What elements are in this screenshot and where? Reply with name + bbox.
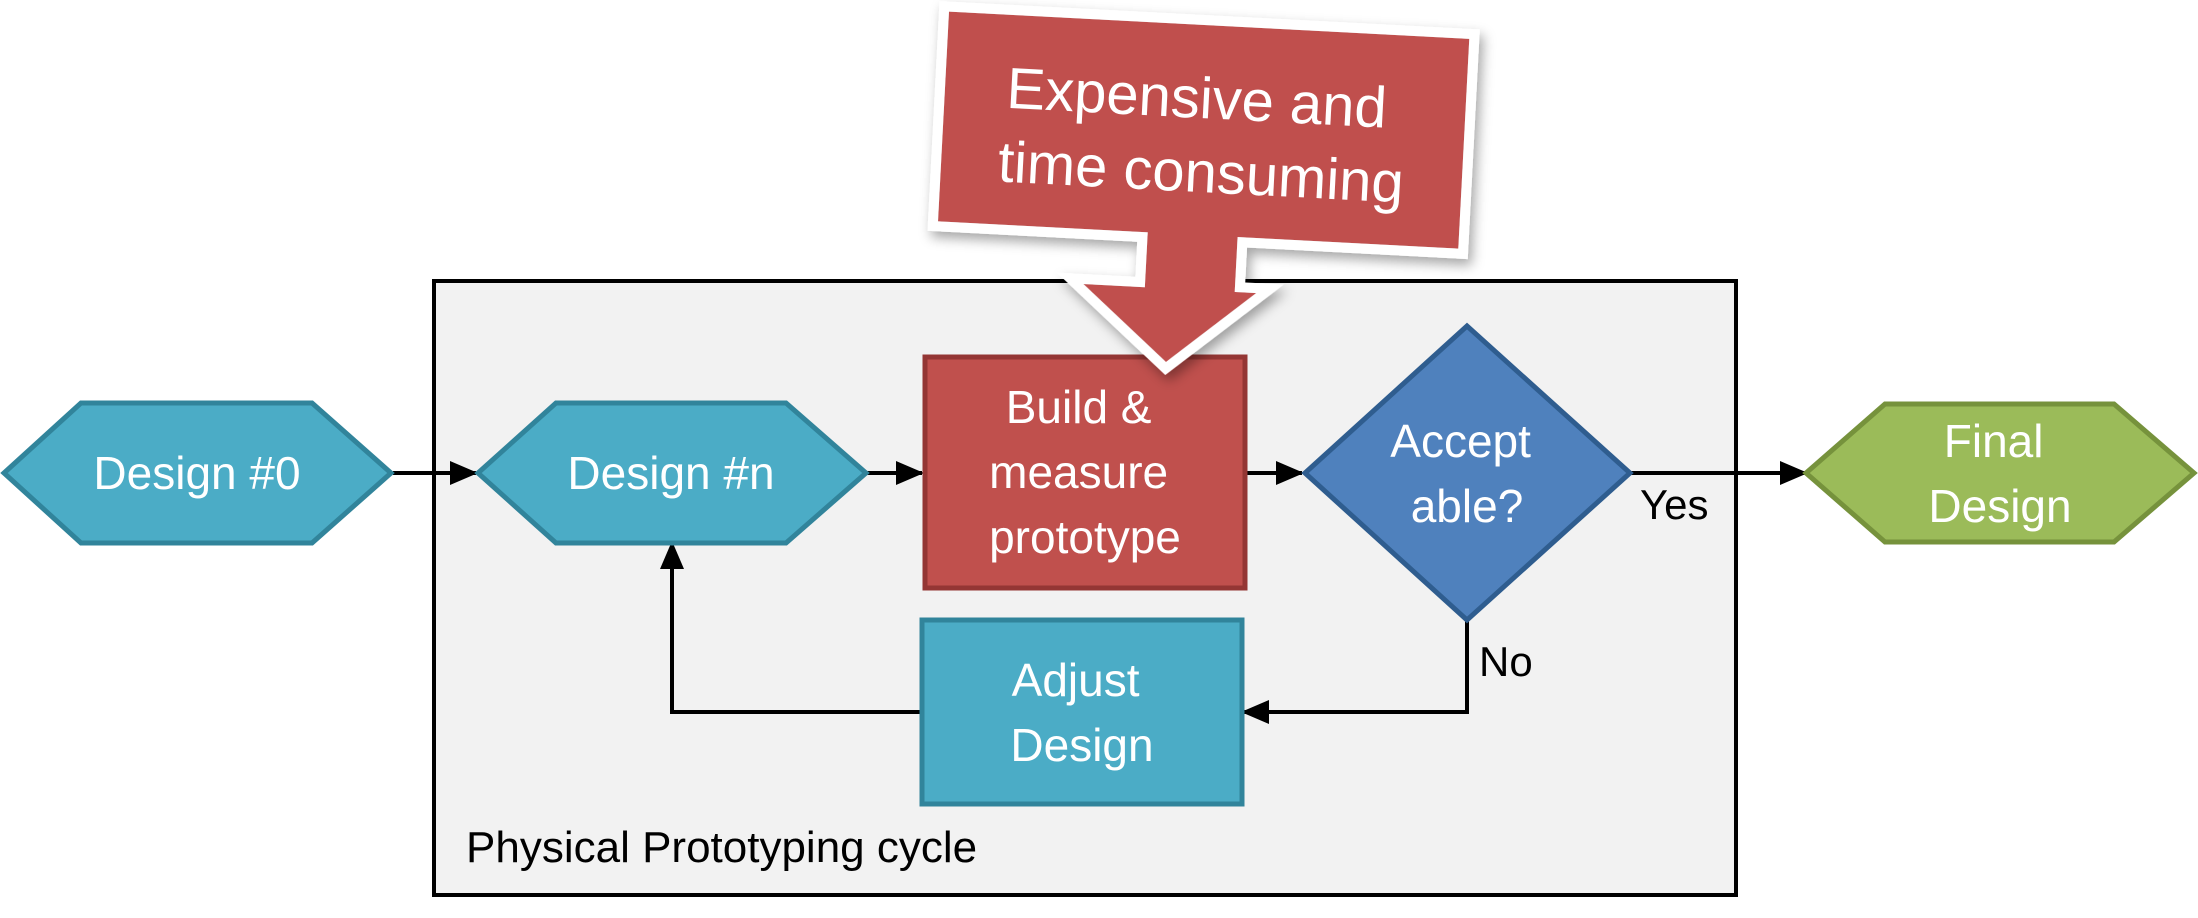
callout-shape bbox=[927, 1, 1480, 375]
final-label-line-2: Design bbox=[1928, 480, 2071, 532]
adjust-shape bbox=[919, 617, 1245, 807]
final-label-line-1: Final bbox=[1944, 415, 2044, 467]
svg-text:Design #n: Design #n bbox=[567, 447, 774, 499]
arrow-decision-no-to-adjust bbox=[1241, 620, 1469, 724]
design-0-shape bbox=[0, 400, 395, 546]
cycle-label: Physical Prototyping cycle bbox=[466, 823, 977, 872]
build-label-line-2: measure bbox=[989, 446, 1168, 498]
svg-text:Build & measure pr: Build & measure prototype bbox=[989, 381, 1181, 563]
edge-label-no: No bbox=[1479, 638, 1533, 685]
node-acceptable-decision[interactable]: Accept able? bbox=[1301, 322, 1634, 624]
node-design-0[interactable]: Design #0 bbox=[0, 400, 395, 546]
adjust-label-line-2: Design bbox=[1010, 719, 1153, 771]
arrow-adjust-to-designn bbox=[660, 541, 921, 714]
build-shape bbox=[922, 354, 1248, 591]
design-n-label: Design #n bbox=[567, 447, 774, 499]
node-final-design[interactable]: Final Design bbox=[1802, 401, 2198, 545]
decision-label-line-2: able? bbox=[1411, 480, 1524, 532]
edge-label-yes: Yes bbox=[1640, 481, 1709, 528]
decision-shape bbox=[1301, 322, 1634, 624]
final-design-shape bbox=[1802, 401, 2198, 545]
node-adjust-design[interactable]: Adjust Design bbox=[919, 617, 1245, 807]
callout-expensive: Expensive and time consuming bbox=[927, 1, 1480, 375]
adjust-label-line-1: Adjust bbox=[1012, 654, 1140, 706]
node-design-n[interactable]: Design #n bbox=[474, 400, 870, 546]
decision-label-line-1: Accept bbox=[1390, 415, 1531, 467]
svg-text:Design #0: Design #0 bbox=[93, 447, 300, 499]
svg-text:Accept able?: Accept able? bbox=[1390, 415, 1543, 532]
node-build-measure-prototype[interactable]: Build & measure prototype bbox=[922, 354, 1248, 591]
svg-text:Adjust Design: Adjust Design bbox=[1010, 654, 1153, 771]
design-0-label: Design #0 bbox=[93, 447, 300, 499]
build-label-line-1: Build & bbox=[1006, 381, 1152, 433]
design-n-shape bbox=[474, 400, 870, 546]
svg-text:Final Design: Final Design bbox=[1928, 415, 2071, 532]
build-label-line-3: prototype bbox=[989, 511, 1181, 563]
